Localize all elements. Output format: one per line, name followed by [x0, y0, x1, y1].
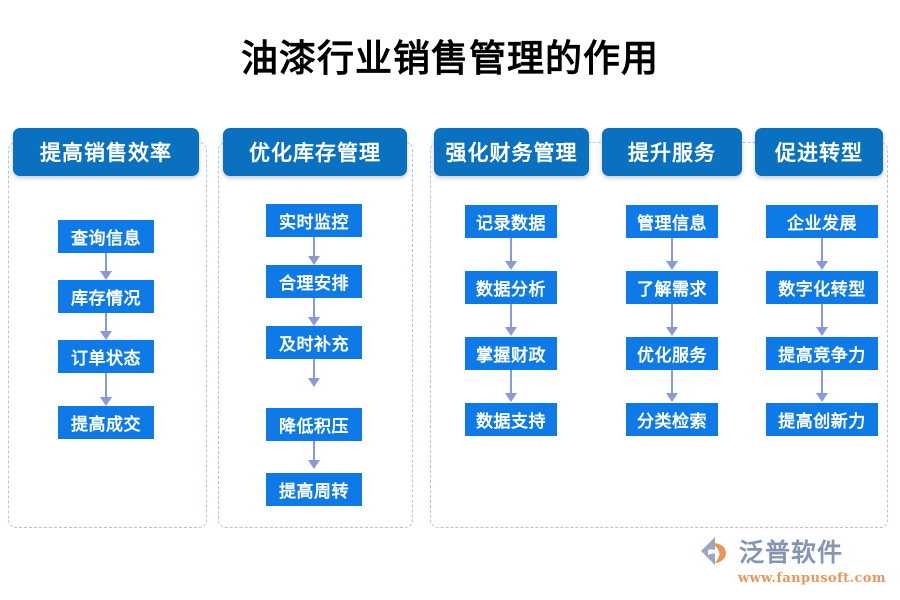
- item-box[interactable]: 管理信息: [626, 205, 718, 238]
- item-box[interactable]: 优化服务: [626, 337, 718, 370]
- item-box[interactable]: 提高周转: [266, 473, 362, 506]
- brand-logo: 泛普软件 www.fanpusoft.com: [698, 533, 886, 586]
- column-header-4[interactable]: 提升服务: [602, 128, 742, 176]
- item-box[interactable]: 提高竞争力: [766, 337, 878, 370]
- item-box[interactable]: 实时监控: [266, 204, 362, 237]
- flow-arrow: [815, 238, 829, 270]
- item-box[interactable]: 记录数据: [465, 205, 557, 238]
- flow-arrow: [504, 370, 518, 402]
- flow-arrow: [815, 304, 829, 336]
- fanpu-logo-icon: [698, 534, 732, 568]
- item-box[interactable]: 提高创新力: [766, 403, 878, 436]
- flow-arrow: [665, 370, 679, 402]
- item-box[interactable]: 掌握财政: [465, 337, 557, 370]
- flow-arrow: [99, 373, 113, 406]
- item-box[interactable]: 数据支持: [465, 403, 557, 436]
- logo-url: www.fanpusoft.com: [737, 571, 886, 586]
- item-box[interactable]: 分类检索: [626, 403, 718, 436]
- flow-arrow: [99, 313, 113, 340]
- column-header-2[interactable]: 优化库存管理: [223, 128, 407, 176]
- flow-arrow: [307, 441, 321, 469]
- item-box[interactable]: 库存情况: [58, 280, 154, 313]
- item-box[interactable]: 数据分析: [465, 271, 557, 304]
- column-header-1[interactable]: 提高销售效率: [13, 128, 199, 176]
- page-title: 油漆行业销售管理的作用: [241, 36, 659, 80]
- item-box[interactable]: 订单状态: [58, 340, 154, 373]
- column-header-5[interactable]: 促进转型: [755, 128, 883, 176]
- flow-arrow: [665, 304, 679, 336]
- flow-arrow: [307, 359, 321, 387]
- flow-arrow: [307, 237, 321, 265]
- flow-arrow: [665, 238, 679, 270]
- item-box[interactable]: 了解需求: [626, 271, 718, 304]
- logo-brand-name: 泛普软件: [738, 538, 843, 567]
- flow-arrow: [504, 238, 518, 270]
- flow-arrow: [307, 298, 321, 326]
- item-box[interactable]: 及时补充: [266, 326, 362, 359]
- item-box[interactable]: 降低积压: [266, 408, 362, 441]
- flow-arrow: [99, 253, 113, 280]
- item-box[interactable]: 数字化转型: [766, 271, 878, 304]
- logo-row: 泛普软件: [698, 533, 843, 569]
- column-header-3[interactable]: 强化财务管理: [434, 128, 589, 176]
- item-box[interactable]: 企业发展: [766, 205, 878, 238]
- item-box[interactable]: 查询信息: [58, 220, 154, 253]
- item-box[interactable]: 合理安排: [266, 265, 362, 298]
- flow-arrow: [504, 304, 518, 336]
- item-box[interactable]: 提高成交: [58, 406, 154, 439]
- flow-arrow: [815, 370, 829, 402]
